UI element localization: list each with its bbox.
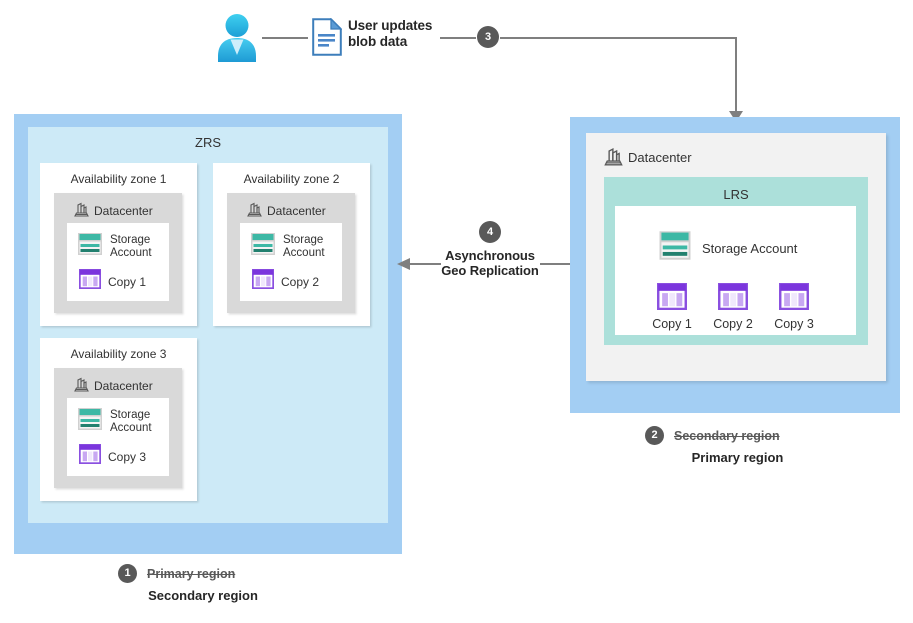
storage-panel-zone3: Storage Account Copy 3 (67, 398, 169, 476)
datacenter-icon (74, 201, 89, 220)
copy-row-zone1: Copy 1 (78, 268, 147, 294)
datacenter-header-zone2: Datacenter (247, 201, 326, 220)
storage-label-line2: Account (110, 246, 152, 259)
copy-item-1-right: Copy 1 (650, 282, 694, 331)
datacenter-box-zone3: Datacenter Storage (54, 368, 182, 488)
copy-label-zone1: Copy 1 (108, 274, 147, 289)
copy-label-zone2: Copy 2 (281, 274, 320, 289)
copy-label-zone3: Copy 3 (108, 449, 147, 464)
copy-row-zone3: Copy 3 (78, 443, 147, 469)
datacenter-label-right: Datacenter (628, 150, 692, 165)
copy-icon (78, 443, 102, 469)
flow-label-line2: blob data (348, 34, 408, 49)
lrs-label: LRS (723, 187, 749, 202)
right-caption-current: Primary region (691, 450, 784, 465)
zrs-label: ZRS (195, 135, 221, 150)
storage-account-icon (658, 230, 692, 266)
availability-zone-3: Availability zone 3 Datacenter (40, 338, 197, 501)
storage-label-line1: Storage (110, 233, 151, 246)
storage-account-row-right: Storage Account (658, 230, 797, 266)
storage-account-label-right: Storage Account (702, 240, 798, 256)
flow-label-user-updates: User updates blob data (348, 18, 443, 50)
storage-account-row-zone3: Storage Account (77, 407, 152, 436)
datacenter-header-right: Datacenter (604, 146, 692, 169)
right-region-caption: 2 Secondary region Primary region (645, 426, 845, 465)
storage-account-label-zone3: Storage Account (110, 409, 152, 435)
storage-account-icon (77, 407, 103, 436)
left-region-caption: 1 Primary region Secondary region (118, 564, 298, 603)
storage-account-icon (250, 232, 276, 261)
storage-account-label-zone2: Storage Account (283, 234, 325, 260)
lrs-storage-panel (615, 206, 856, 335)
flow-label-line1: User updates (348, 18, 433, 33)
geo-replication-arrow-line-left (409, 263, 441, 265)
availability-zone-2-title: Availability zone 2 (243, 172, 340, 186)
datacenter-label-zone1: Datacenter (94, 203, 153, 218)
availability-zone-1-title: Availability zone 1 (70, 172, 167, 186)
datacenter-label-zone3: Datacenter (94, 378, 153, 393)
storage-panel-zone2: Storage Account Copy 2 (240, 223, 342, 301)
async-geo-replication-label: Asynchronous Geo Replication (410, 248, 570, 278)
connector-badge3-to-region (500, 37, 736, 39)
copy-icon (78, 268, 102, 294)
connector-down-to-region (735, 37, 737, 113)
copy-row-zone2: Copy 2 (251, 268, 320, 294)
datacenter-header-zone1: Datacenter (74, 201, 153, 220)
datacenter-box-zone1: Datacenter Storage (54, 193, 182, 313)
storage-label-line2: Account (283, 246, 325, 259)
storage-account-row-zone2: Storage Account (250, 232, 325, 261)
copy-label-right-2: Copy 2 (713, 317, 753, 331)
copy-icon (718, 282, 748, 314)
center-label-line2: Geo Replication (441, 263, 539, 278)
step-badge-4: 4 (479, 221, 501, 243)
step-badge-1: 1 (118, 564, 137, 583)
step-badge-2: 2 (645, 426, 664, 445)
geo-replication-arrow-line-right (540, 263, 572, 265)
arrowhead-left (396, 257, 410, 275)
datacenter-header-zone3: Datacenter (74, 376, 153, 395)
availability-zone-1: Availability zone 1 Datacenter (40, 163, 197, 326)
connector-user-to-doc (262, 37, 308, 39)
storage-account-label-zone1: Storage Account (110, 234, 152, 260)
storage-label-line1: Storage (110, 408, 151, 421)
copy-icon (251, 268, 275, 294)
arrowhead-down (729, 110, 743, 128)
storage-label-line1: Storage (283, 233, 324, 246)
storage-account-row-zone1: Storage Account (77, 232, 152, 261)
connector-label-to-badge3 (440, 37, 476, 39)
storage-label-line2: Account (110, 421, 152, 434)
availability-zone-2: Availability zone 2 Datacenter (213, 163, 370, 326)
left-caption-struck: Primary region (147, 566, 236, 581)
copy-item-2-right: Copy 2 (711, 282, 755, 331)
datacenter-icon (247, 201, 262, 220)
step-badge-3: 3 (477, 26, 499, 48)
copy-item-3-right: Copy 3 (772, 282, 816, 331)
datacenter-icon (604, 146, 623, 169)
datacenter-icon (74, 376, 89, 395)
copy-label-right-3: Copy 3 (774, 317, 814, 331)
availability-zone-3-title: Availability zone 3 (70, 347, 167, 361)
center-label-line1: Asynchronous (445, 248, 535, 263)
datacenter-box-zone2: Datacenter Storage (227, 193, 355, 313)
left-caption-current: Secondary region (148, 588, 258, 603)
right-caption-struck: Secondary region (674, 428, 780, 443)
document-icon (312, 17, 343, 56)
storage-panel-zone1: Storage Account Copy 1 (67, 223, 169, 301)
storage-account-icon (77, 232, 103, 261)
user-icon (214, 12, 260, 62)
copy-label-right-1: Copy 1 (652, 317, 692, 331)
datacenter-label-zone2: Datacenter (267, 203, 326, 218)
copy-icon (779, 282, 809, 314)
copy-icon (657, 282, 687, 314)
